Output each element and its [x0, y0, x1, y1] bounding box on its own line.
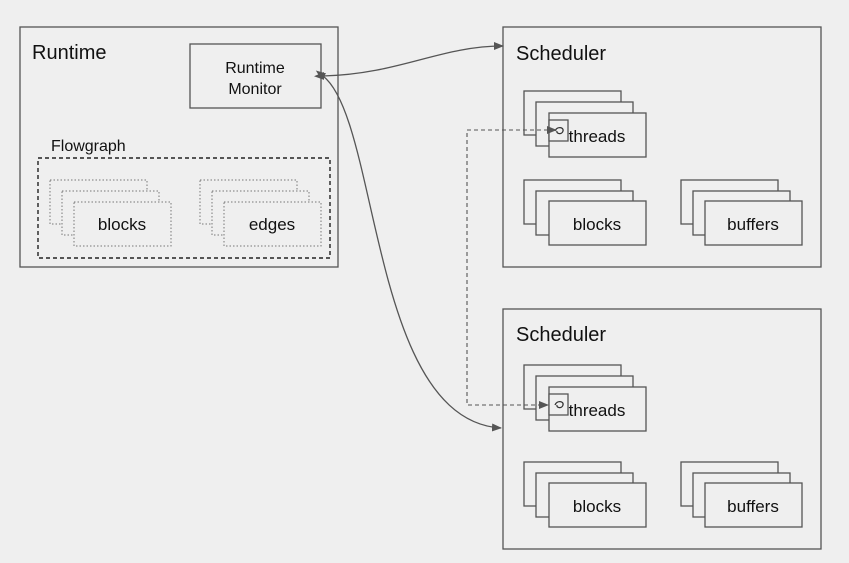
scheduler-box-1: Scheduler threads blocks buffers [502, 26, 822, 268]
scheduler-1-buffers-label: buffers [727, 215, 779, 234]
flowgraph-title: Flowgraph [51, 138, 126, 155]
runtime-monitor-label-line1: Runtime [225, 60, 285, 77]
scheduler-2-buffers-label: buffers [727, 497, 779, 516]
flowgraph-edges-stack: edges [199, 179, 322, 247]
scheduler-1-buffers-stack: buffers [680, 179, 803, 246]
monitor-to-scheduler-1-arrow [314, 42, 504, 80]
scheduler-title-2: Scheduler [516, 324, 606, 346]
threads-sync-dashed-arrow [466, 126, 557, 409]
runtime-title: Runtime [32, 42, 106, 64]
monitor-to-scheduler-2-arrow [315, 70, 502, 432]
scheduler-2-buffers-stack: buffers [680, 461, 803, 528]
scheduler-1-threads-label: threads [569, 127, 626, 146]
scheduler-box-2: Scheduler threads blocks buffers [502, 308, 822, 550]
scheduler-1-blocks-label: blocks [573, 215, 621, 234]
scheduler-1-threads-stack: threads [523, 90, 647, 158]
flowgraph-blocks-label: blocks [98, 215, 146, 234]
flowgraph-blocks-stack: blocks [49, 179, 172, 247]
thread-loop-icon [554, 400, 564, 409]
scheduler-2-threads-label: threads [569, 401, 626, 420]
thread-icon [548, 393, 569, 416]
thread-loop-icon [554, 126, 564, 135]
thread-icon [548, 119, 569, 142]
scheduler-2-blocks-label: blocks [573, 497, 621, 516]
scheduler-2-blocks-stack: blocks [523, 461, 647, 528]
runtime-monitor-box: Runtime Monitor [189, 43, 322, 109]
scheduler-title-1: Scheduler [516, 43, 606, 65]
flowgraph-edges-label: edges [249, 215, 295, 234]
runtime-monitor-label-line2: Monitor [228, 81, 282, 98]
flowgraph-box: blocks edges [37, 157, 331, 259]
